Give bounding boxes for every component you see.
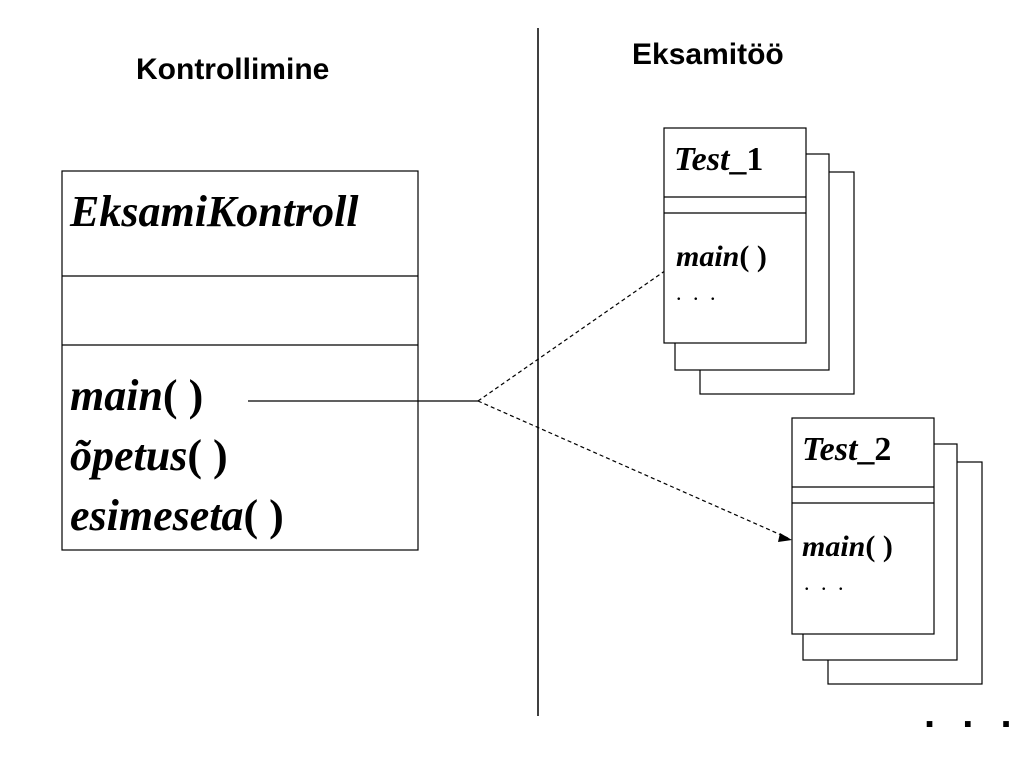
class-name-eksamikontroll: EksamiKontroll <box>70 187 359 236</box>
method-main: main( ) <box>70 371 204 420</box>
dashed-arrow-test1 <box>477 265 673 402</box>
eksamikontroll-class-box <box>61 170 419 551</box>
test1-ellipsis: . . . <box>676 280 719 305</box>
test2-method-main: main( ) <box>802 530 893 563</box>
arrowhead-test2 <box>778 533 792 542</box>
heading-kontrollimine: Kontrollimine <box>136 53 330 86</box>
test2-class-name: Test_2 <box>802 431 892 468</box>
test2-ellipsis: . . . <box>804 570 847 595</box>
more-instances-ellipsis: . . . <box>924 692 1020 736</box>
method-esimeseta: esimeseta( ) <box>70 491 284 540</box>
method-opetus: õpetus( ) <box>70 431 228 480</box>
test1-method-main: main( ) <box>676 240 767 273</box>
heading-eksamitoo: Eksamitöö <box>632 38 784 71</box>
test1-stack <box>663 127 855 395</box>
dashed-arrow-test2 <box>477 400 789 539</box>
test1-class-name: Test_1 <box>674 141 764 178</box>
test2-stack <box>791 417 983 685</box>
